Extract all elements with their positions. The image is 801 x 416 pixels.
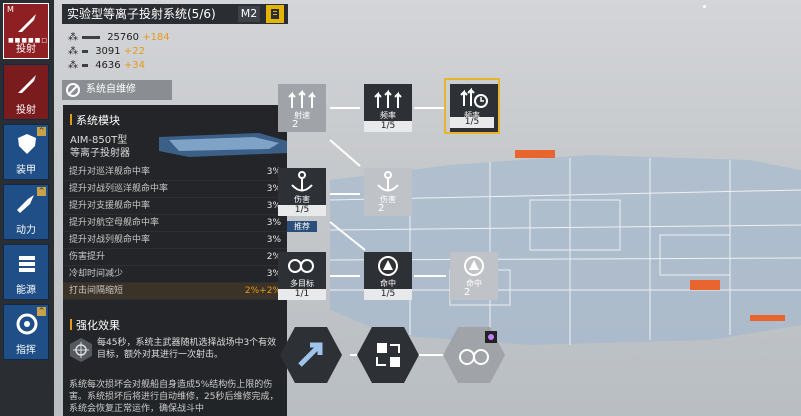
category-power[interactable]: ^ 动力 xyxy=(3,184,49,240)
module-stat-value: 3% xyxy=(266,201,281,211)
module-stat-row: 提升对巡洋舰命中率 3% xyxy=(63,164,287,181)
module-stat-label: 提升对战列巡洋舰命中率 xyxy=(69,184,169,194)
command-icon xyxy=(16,313,38,335)
effect-title: 强化效果 xyxy=(70,317,120,333)
arrows-up-icon xyxy=(374,89,402,108)
effect-text: 每45秒，系统主武器随机选择战场中3个有效目标，额外对其进行一次射击。 xyxy=(97,338,277,360)
tree-node-damage-2[interactable]: 伤害 2 xyxy=(360,164,416,220)
module-stat-row: 冷却时间减少 3% xyxy=(63,266,287,283)
upgrade-badge: ^ xyxy=(37,187,46,196)
tree-node-accuracy-1[interactable]: 命中 1/5 xyxy=(360,248,416,304)
ship-blueprint xyxy=(329,140,801,355)
range-icon: ⁂ xyxy=(68,60,78,71)
recommend-badge: 推荐 xyxy=(287,221,317,232)
missile-icon xyxy=(18,75,36,93)
tree-node-multi-target[interactable]: 多目标 1/1 xyxy=(274,248,330,304)
module-stat-value: 3% xyxy=(266,184,281,194)
module-stat-label: 冷却时间减少 xyxy=(69,269,124,279)
module-stat-row: 提升对航空母舰命中率 3% xyxy=(63,215,287,232)
module-stat-label: 打击间隔缩短 xyxy=(69,286,124,296)
category-projection[interactable]: 投射 xyxy=(3,64,49,120)
module-image xyxy=(159,133,287,157)
repair-icon xyxy=(66,83,80,97)
module-stat-value: 3% xyxy=(266,235,281,245)
target-icon xyxy=(70,338,92,362)
upgrade-badge: ^ xyxy=(37,307,46,316)
crosshair-icon xyxy=(464,256,484,276)
tree-node-fire-rate[interactable]: 射速 2 xyxy=(274,80,330,136)
module-stat-value: 3% xyxy=(266,167,281,177)
module-stat-value: 2% xyxy=(266,252,281,262)
category-sidebar: M ■■■■■□ 投射 投射 ^ 装甲 ^ 动力 能源 ^ 指挥 xyxy=(0,0,54,416)
module-stat-value: 2%+2% xyxy=(244,286,281,296)
damage-icon: ⁂ xyxy=(68,32,78,43)
tree-node-damage-1[interactable]: 伤害 1/5 xyxy=(274,164,330,220)
anchor-icon xyxy=(377,171,399,192)
system-header: 实验型等离子投射系统(5/6) M2 xyxy=(62,4,288,24)
module-stat-row: 提升对支援舰命中率 3% xyxy=(63,198,287,215)
system-title: 实验型等离子投射系统(5/6) xyxy=(67,7,216,21)
missile-icon xyxy=(18,14,36,32)
module-stat-label: 提升对航空母舰命中率 xyxy=(69,218,160,228)
stat-damage: ⁂ 25760 +184 xyxy=(68,32,170,43)
tier-badge: M2 xyxy=(238,6,260,22)
module-stat-row: 伤害提升 2% xyxy=(63,249,287,266)
module-stat-label: 提升对战列舰命中率 xyxy=(69,235,151,245)
module-stat-label: 提升对支援舰命中率 xyxy=(69,201,151,211)
effect-description: 系统每次损坏会对舰船自身造成5%结构伤上限的伤害。系统损坏后将进行自动维修，25… xyxy=(69,380,279,414)
module-stat-row: 打击间隔缩短 2%+2% xyxy=(63,283,287,300)
rate-icon: ⁂ xyxy=(68,46,78,57)
upgrade-badge: ^ xyxy=(37,127,46,136)
module-stat-value: 3% xyxy=(266,269,281,279)
crosshair-icon xyxy=(378,256,398,276)
module-section-title: 系统模块 xyxy=(70,112,120,128)
stat-rate: ⁂ 3091 +22 xyxy=(68,46,145,57)
category-armor[interactable]: ^ 装甲 xyxy=(3,124,49,180)
module-stat-value: 3% xyxy=(266,218,281,228)
hex-node-multi-target[interactable] xyxy=(443,327,505,383)
module-stat-label: 伤害提升 xyxy=(69,252,106,262)
category-pips: ■■■■■□ xyxy=(8,37,49,44)
stat-range: ⁂ 4636 +34 xyxy=(68,60,145,71)
shield-icon xyxy=(18,134,36,154)
clock-rocket-icon xyxy=(460,87,488,108)
anchor-icon xyxy=(291,171,313,192)
tree-node-frequency-1[interactable]: 频率 1/5 xyxy=(360,80,416,136)
tree-node-accuracy-2[interactable]: 命中 2 xyxy=(446,248,502,304)
multi-target-icon xyxy=(288,259,314,273)
category-projection-selected[interactable]: M ■■■■■□ 投射 xyxy=(3,3,49,59)
module-stat-row: 提升对战列舰命中率 3% xyxy=(63,232,287,249)
arrows-up-icon xyxy=(288,89,316,108)
module-stat-label: 提升对巡洋舰命中率 xyxy=(69,167,151,177)
module-name: AIM-850T型 等离子投射器 xyxy=(70,135,130,159)
tree-node-frequency-2-selected[interactable]: 频率 1/5 xyxy=(444,78,500,134)
thruster-icon xyxy=(17,195,34,213)
category-command[interactable]: ^ 指挥 xyxy=(3,304,49,360)
hex-node-swap[interactable] xyxy=(357,327,419,383)
corner-dot xyxy=(703,5,706,8)
hex-node-boost[interactable] xyxy=(280,327,342,383)
module-stat-row: 提升对战列巡洋舰命中率 3% xyxy=(63,181,287,198)
category-energy[interactable]: 能源 xyxy=(3,244,49,300)
self-repair-tag[interactable]: 系统自维修 xyxy=(62,80,172,100)
energy-icon xyxy=(19,256,35,272)
document-icon[interactable] xyxy=(266,5,284,23)
